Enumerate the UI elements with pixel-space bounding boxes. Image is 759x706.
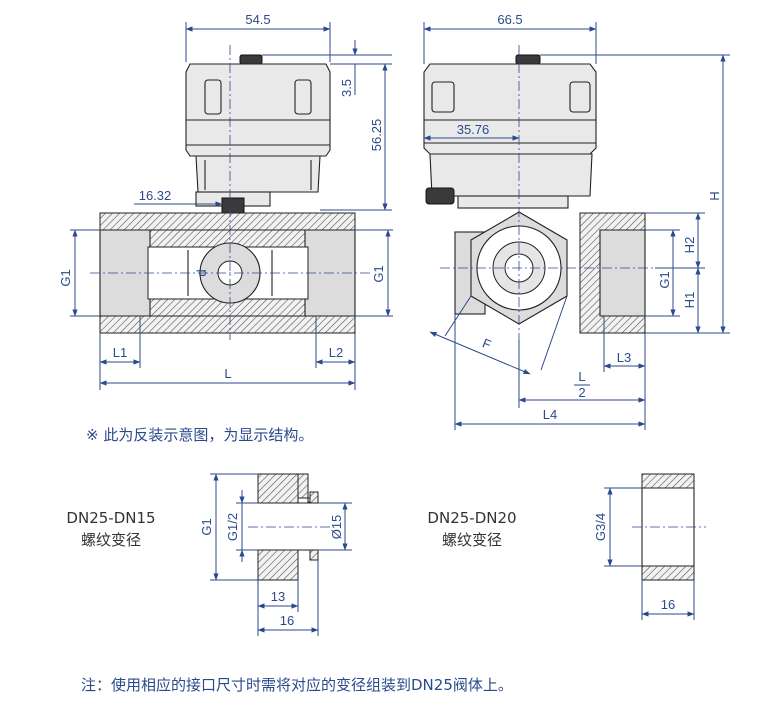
- footer-note: 注：使用相应的接口尺寸时需将对应的变径组装到DN25阀体上。: [81, 676, 513, 694]
- front-valve-body: [99, 212, 356, 334]
- side-actuator: [423, 54, 597, 209]
- dim-g1-right: G1: [371, 265, 386, 282]
- dim-h1: H1: [682, 292, 697, 309]
- adapter-15-title-1: DN25-DN15: [66, 509, 155, 527]
- dim-3-5: 3.5: [339, 79, 354, 97]
- adapter-20-title-2: 螺纹变径: [442, 531, 502, 549]
- dim-f: F: [480, 335, 493, 352]
- dim-ball-d: d: [194, 269, 209, 276]
- dim-l: L: [224, 366, 231, 381]
- dim-l4: L4: [543, 407, 557, 422]
- dim-l2: L2: [329, 345, 343, 360]
- adapter-20-g34: G3/4: [593, 513, 608, 541]
- dim-54-5: 54.5: [245, 12, 270, 27]
- adapter-15-title-2: 螺纹变径: [81, 531, 141, 549]
- adapter-15-g12: G1/2: [225, 513, 240, 541]
- adapter-dn20: DN25-DN20 螺纹变径 G3/4 16: [427, 473, 706, 620]
- adapter-15-g1: G1: [199, 518, 214, 535]
- dim-l1: L1: [113, 345, 127, 360]
- front-view: 54.5 3.5 56.25 16.32 G1 G1 d L1 L2 L: [58, 12, 393, 390]
- dim-h: H: [707, 191, 722, 200]
- dim-g1-left: G1: [58, 269, 73, 286]
- dim-g1-side: G1: [657, 271, 672, 288]
- side-view: 66.5 35.76 H H2 H1 G1 F L3 L: [423, 12, 730, 430]
- dim-half-num: L: [578, 369, 585, 384]
- dim-half-den: 2: [578, 385, 585, 400]
- adapter-20-len16: 16: [661, 597, 675, 612]
- adapter-20-title-1: DN25-DN20: [427, 509, 516, 527]
- adapter-dn15: DN25-DN15 螺纹变径 G1 G1/2 Ø15 13 16: [66, 473, 352, 636]
- dim-h2: H2: [682, 237, 697, 254]
- adapter-15-len16: 16: [280, 613, 294, 628]
- dim-l3: L3: [617, 350, 631, 365]
- front-actuator: [185, 54, 331, 207]
- dim-35-76: 35.76: [457, 122, 490, 137]
- remark-text: ※ 此为反装示意图，为显示结构。: [86, 426, 313, 444]
- dim-16-32: 16.32: [139, 188, 172, 203]
- dim-66-5: 66.5: [497, 12, 522, 27]
- side-valve-body: [454, 211, 646, 334]
- dim-56-25: 56.25: [369, 119, 384, 152]
- adapter-15-len13: 13: [271, 589, 285, 604]
- adapter-15-bore: Ø15: [329, 515, 344, 540]
